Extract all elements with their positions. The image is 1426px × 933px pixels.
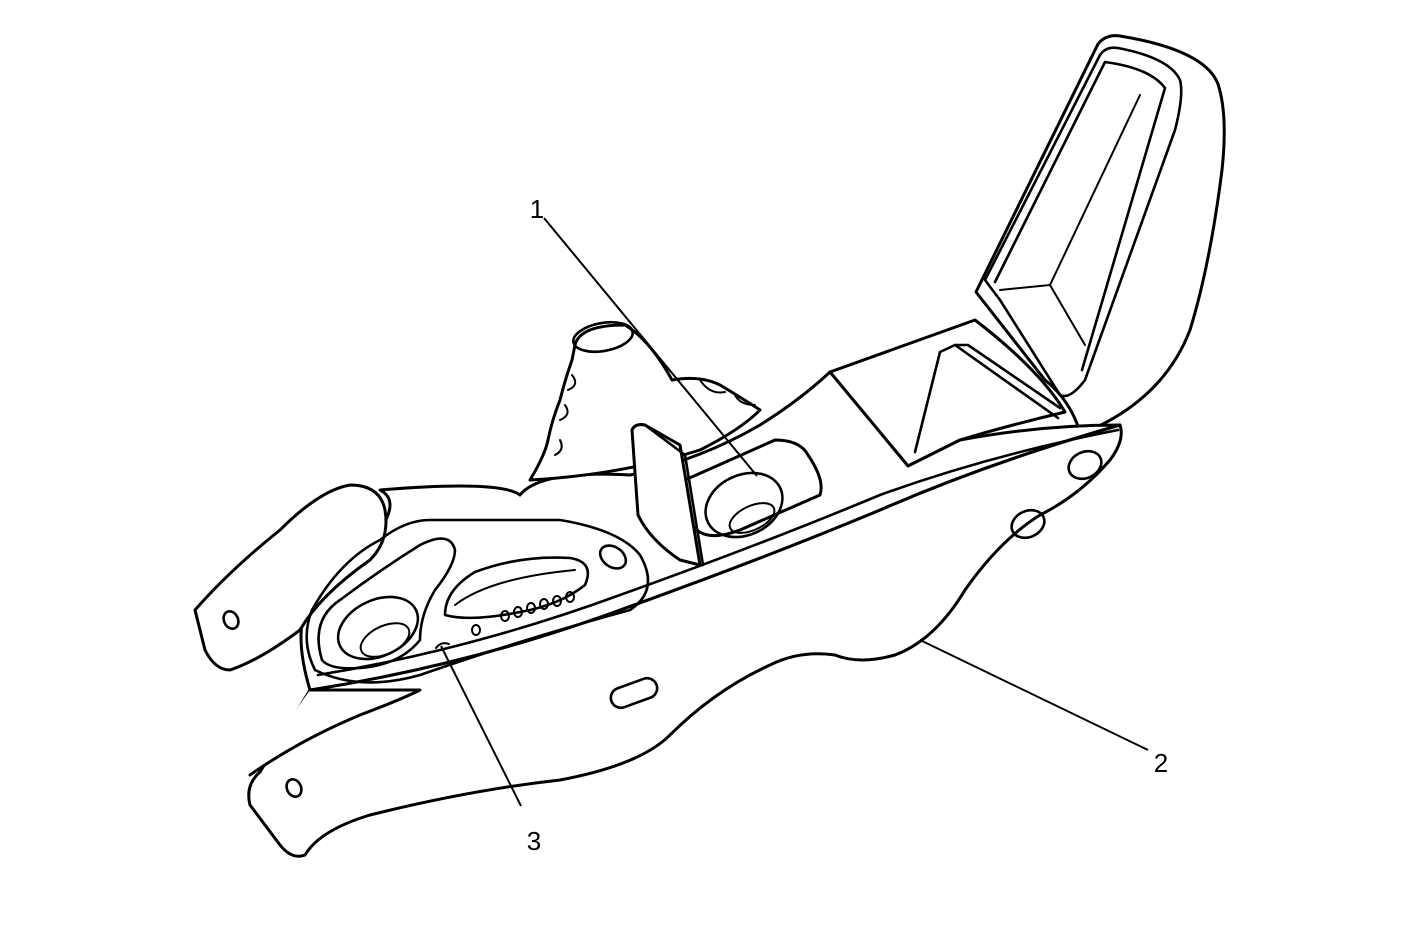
- callout-label-1: 1: [530, 194, 544, 224]
- shifter-boot: [528, 320, 762, 482]
- shift-indicator: [471, 591, 575, 636]
- indicator-bulb-mark: [435, 642, 450, 649]
- leader-line-3: [440, 645, 522, 807]
- callout-label-2: 2: [1154, 748, 1168, 778]
- callout-label-3: 3: [527, 826, 541, 856]
- rear-cupholder: [630, 423, 823, 567]
- front-tray: [317, 537, 628, 670]
- leader-line-2: [919, 639, 1149, 751]
- leader-line-1: [543, 217, 758, 477]
